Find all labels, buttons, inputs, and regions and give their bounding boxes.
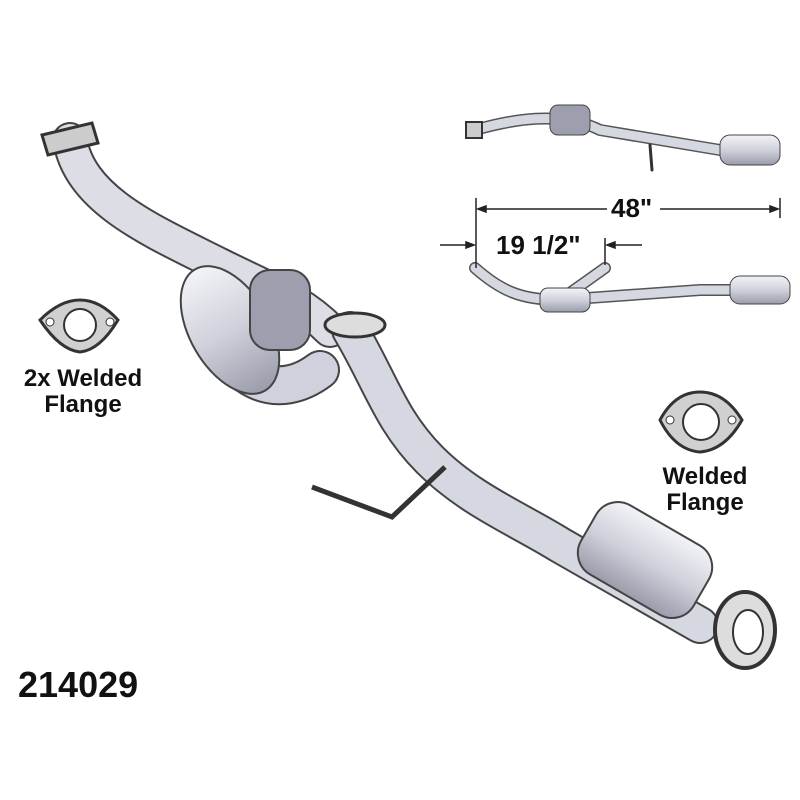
right-flange-label-line1: Welded (662, 463, 748, 490)
top-view-thumbnail (465, 104, 781, 172)
side-view-thumbnail (469, 262, 791, 313)
left-flange-label: 2x Welded Flange (18, 365, 148, 419)
left-flange-label-line1: 2x Welded (23, 365, 143, 392)
hanger-rod (311, 465, 447, 520)
right-flange-label: Welded Flange (640, 463, 770, 517)
outlet-flange (713, 590, 777, 670)
catalytic-converter-rear (576, 501, 714, 619)
left-flange-label-line2: Flange (44, 391, 122, 419)
dimension-lines (440, 198, 781, 268)
part-number: 214029 (18, 664, 139, 705)
overall-length-dimension: 48" (607, 193, 657, 224)
flange-icon-left (38, 298, 120, 354)
inlet-spacing-dimension: 19 1/2" (492, 230, 585, 261)
flex-pipe (249, 269, 311, 351)
inlet-flange-1 (40, 121, 100, 157)
flange-icon-right (658, 390, 744, 454)
inlet-flange-2 (323, 311, 387, 339)
right-flange-label-line2: Flange (666, 489, 744, 517)
